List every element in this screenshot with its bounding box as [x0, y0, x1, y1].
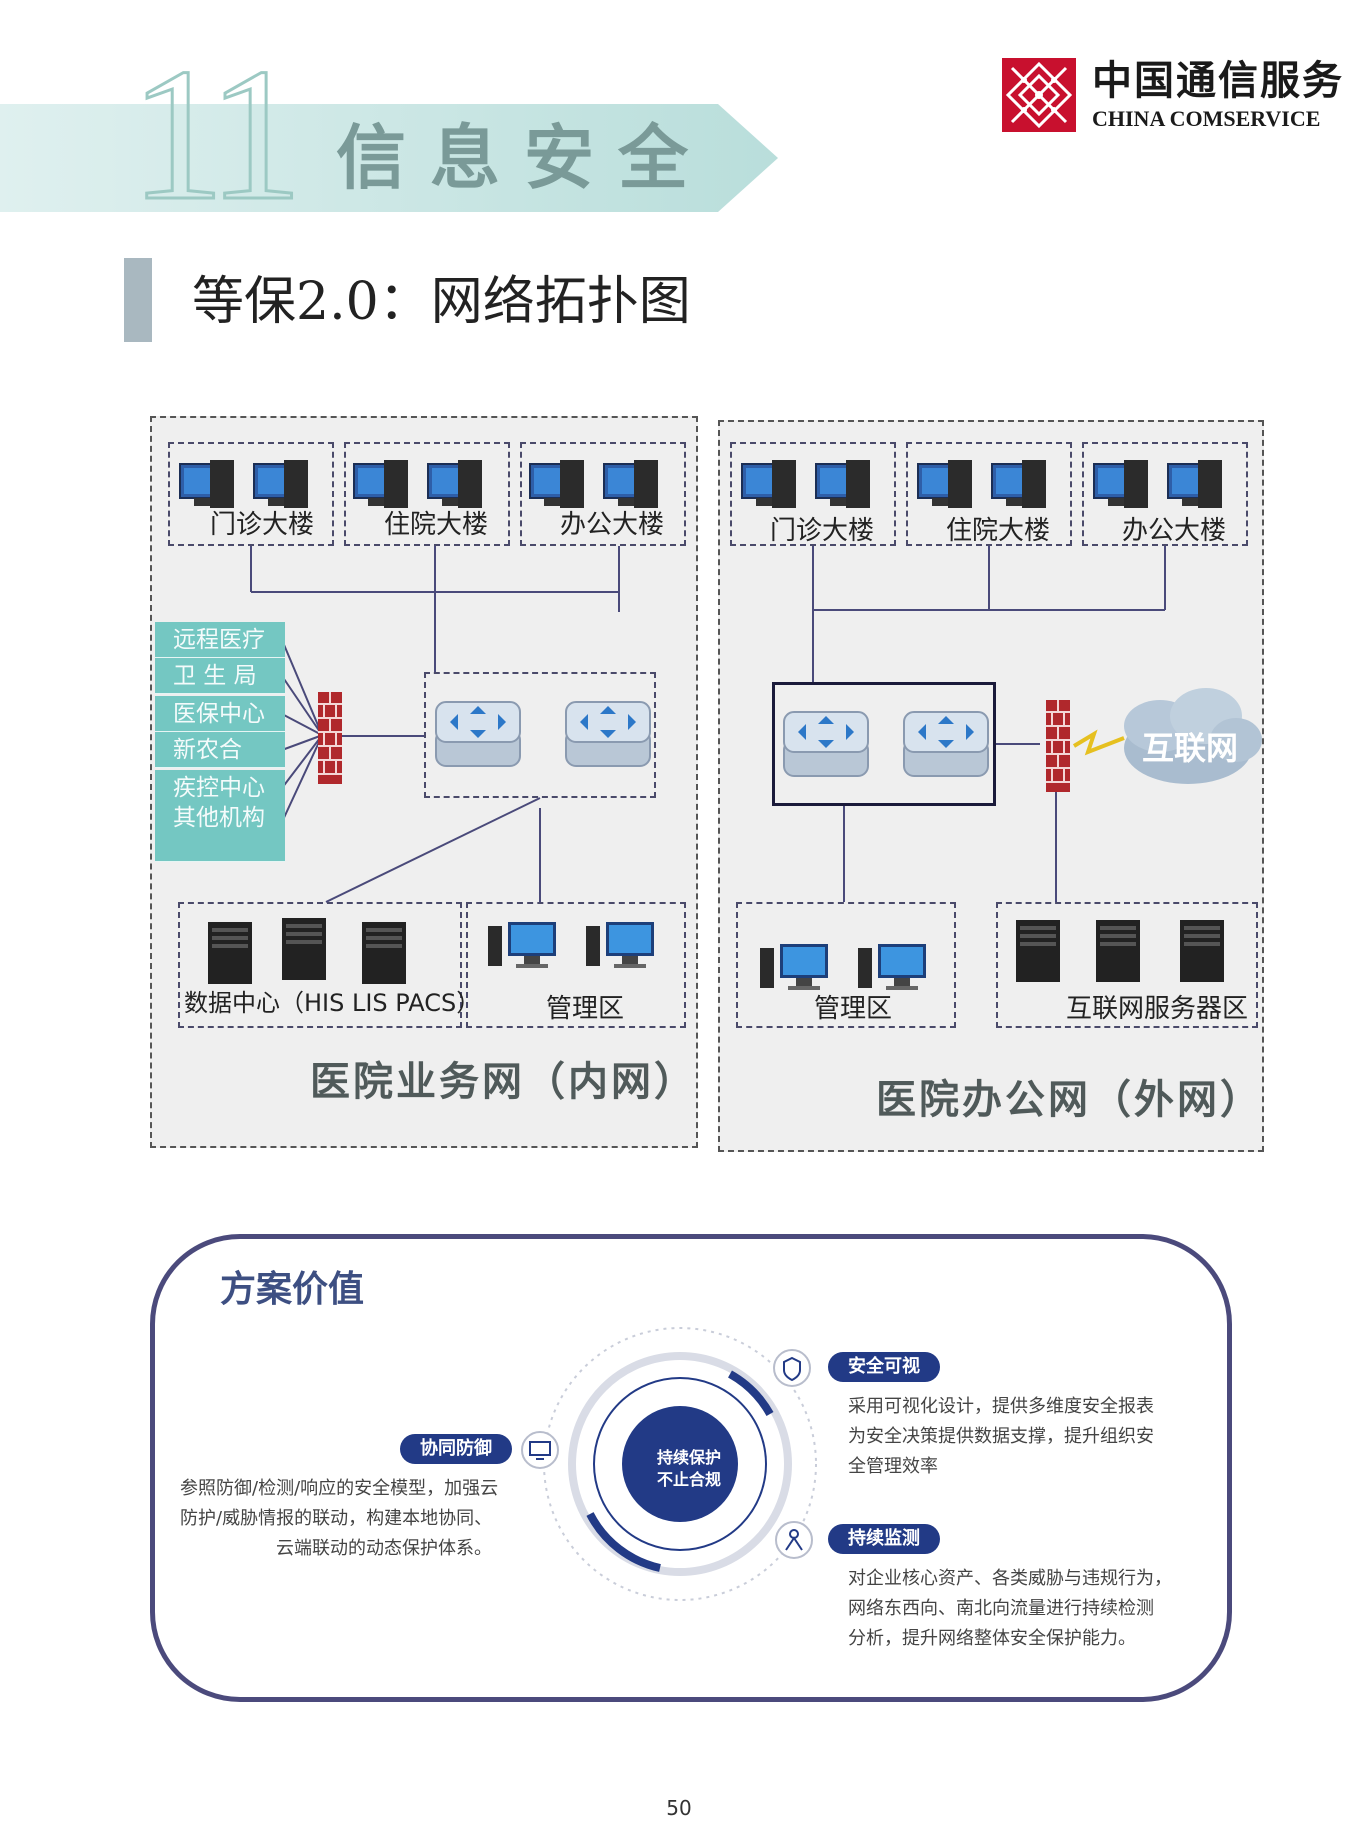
inner-building-box: [520, 442, 686, 546]
outer-building-box: [1082, 442, 1248, 546]
monitor-icon: [521, 1431, 559, 1469]
protection-center-label: 持续保护 不止合规: [637, 1447, 741, 1491]
center-line-2: 不止合规: [656, 1470, 721, 1489]
chapter-title: 信息安全: [336, 117, 712, 199]
outer-switch-group: [772, 682, 996, 806]
outer-building-label-office: 办公大楼: [1122, 516, 1227, 546]
desc-line: 为安全决策提供数据支撑，提升组织安: [848, 1426, 1154, 1447]
institution-item: 其他机构: [155, 800, 285, 862]
internet-server-zone-label: 互联网服务器区: [1066, 994, 1249, 1024]
inner-switch-group: [424, 672, 656, 798]
desc-line: 云端联动的动态保护体系。: [276, 1538, 492, 1559]
logo-english-name: CHINA COMSERVICE: [1092, 106, 1321, 131]
page-number: 50: [666, 1796, 692, 1820]
inner-management-box: [466, 902, 686, 1028]
robot-icon: [775, 1521, 813, 1559]
desc-collaborative-defense: 参照防御/检测/响应的安全模型，加强云 防护/威胁情报的联动，构建本地协同、 云…: [180, 1474, 499, 1564]
outer-building-label-inpatient: 住院大楼: [946, 516, 1051, 546]
institution-item: 卫 生 局: [155, 658, 285, 694]
header-banner: [0, 104, 778, 212]
chapter-number: 11: [129, 30, 305, 240]
outer-building-box: [730, 442, 896, 546]
desc-line: 网络东西向、南北向流量进行持续检测: [848, 1598, 1154, 1619]
desc-continuous-monitoring: 对企业核心资产、各类威胁与违规行为， 网络东西向、南北向流量进行持续检测 分析，…: [848, 1564, 1172, 1654]
desc-line: 防护/威胁情报的联动，构建本地协同、: [180, 1508, 493, 1529]
shield-icon: [773, 1349, 811, 1387]
tag-collaborative-defense: 协同防御: [400, 1434, 512, 1464]
desc-line: 全管理效率: [848, 1456, 938, 1477]
inner-building-label-office: 办公大楼: [560, 510, 665, 540]
outer-management-label: 管理区: [814, 994, 893, 1024]
desc-line: 采用可视化设计，提供多维度安全报表: [848, 1396, 1154, 1417]
desc-line: 分析，提升网络整体安全保护能力。: [848, 1628, 1136, 1649]
institution-item: 新农合: [155, 732, 285, 768]
outer-network-zone: [718, 420, 1264, 1152]
inner-management-label: 管理区: [546, 994, 625, 1024]
desc-line: 参照防御/检测/响应的安全模型，加强云: [180, 1478, 499, 1499]
tag-security-visibility: 安全可视: [828, 1352, 940, 1382]
inner-network-name: 医院业务网（内网）: [310, 1059, 697, 1105]
subtitle-accent-bar: [124, 258, 152, 342]
internet-cloud-icon: [1124, 688, 1262, 784]
outer-building-label-outpatient: 门诊大楼: [770, 516, 875, 546]
inner-building-box: [168, 442, 334, 546]
outer-management-box: [736, 902, 956, 1028]
institution-item: 远程医疗: [155, 622, 285, 658]
outer-building-box: [906, 442, 1072, 546]
center-line-1: 持续保护: [656, 1448, 721, 1467]
outer-network-name: 医院办公网（外网）: [876, 1077, 1263, 1123]
internet-server-zone-box: [996, 902, 1258, 1028]
institution-item: 医保中心: [155, 696, 285, 732]
logo-chinese-name: 中国通信服务: [1092, 58, 1344, 104]
china-comservice-logo: [1002, 58, 1076, 132]
tag-continuous-monitoring: 持续监测: [828, 1524, 940, 1554]
internet-label: 互联网: [1142, 729, 1239, 767]
desc-line: 对企业核心资产、各类威胁与违规行为，: [848, 1568, 1172, 1589]
inner-building-box: [344, 442, 510, 546]
data-center-label: 数据中心（HIS LIS PACS）: [184, 989, 481, 1017]
solution-value-title: 方案价值: [220, 1269, 365, 1310]
desc-security-visibility: 采用可视化设计，提供多维度安全报表 为安全决策提供数据支撑，提升组织安 全管理效…: [848, 1392, 1154, 1482]
inner-building-label-inpatient: 住院大楼: [384, 510, 489, 540]
data-center-box: [178, 902, 462, 1028]
page-subtitle: 等保2.0：网络拓扑图: [192, 272, 691, 332]
inner-building-label-outpatient: 门诊大楼: [210, 510, 315, 540]
protection-ring-graphic: [543, 1327, 817, 1601]
